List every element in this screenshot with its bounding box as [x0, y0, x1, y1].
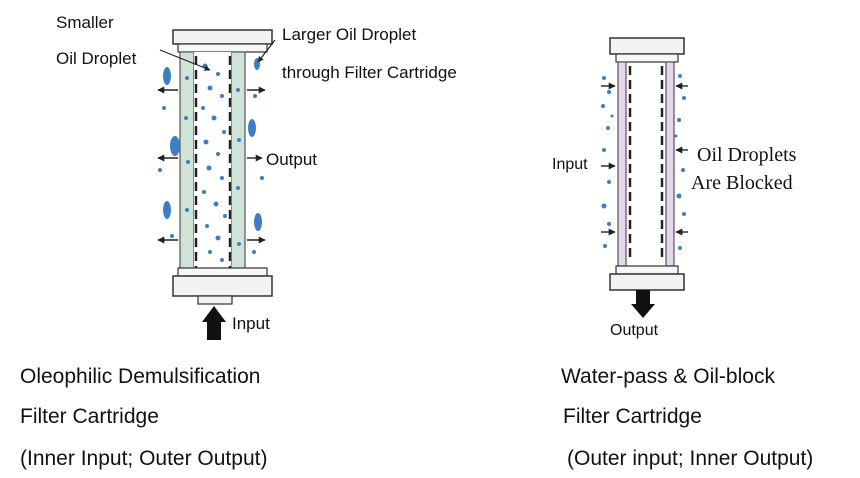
left-inner-core: [194, 52, 231, 272]
left-input-label: Input: [232, 314, 270, 333]
right-outer-droplets: [601, 74, 686, 250]
right-bottom-inner-cap: [615, 265, 679, 275]
left-larger-pointer: [257, 39, 276, 63]
left-filter-cartridge: [157, 29, 276, 340]
right-bottom-cap: [609, 273, 685, 291]
left-caption-line2: Filter Cartridge: [20, 405, 159, 428]
right-filter-cartridge: [601, 37, 688, 318]
left-caption-line1: Oleophilic Demulsification: [20, 365, 261, 388]
left-inlet-stub: [197, 295, 233, 305]
right-caption-line1: Water-pass & Oil-block: [561, 365, 775, 388]
left-larger-label-line2: through Filter Cartridge: [282, 63, 457, 82]
left-bottom-inner-cap: [177, 267, 268, 277]
right-output-label: Output: [610, 322, 659, 339]
left-inner-droplets: [184, 63, 241, 262]
left-smaller-label: Smaller: [56, 13, 114, 32]
left-outer-wall-right: [230, 51, 246, 273]
left-output-label: Output: [266, 150, 318, 169]
right-blocked-label-line1: Oil Droplets: [697, 144, 797, 166]
right-caption-line3: (Outer input; Inner Output): [567, 447, 814, 470]
right-output-arrow: [631, 290, 655, 318]
right-top-inner-cap: [615, 53, 679, 63]
left-oil-droplet-label: Oil Droplet: [56, 49, 137, 68]
left-bottom-cap: [172, 275, 273, 297]
right-top-cap: [609, 37, 685, 55]
left-flow-arrows: [157, 86, 266, 244]
right-blocked-label-line2: Are Blocked: [691, 172, 793, 194]
left-larger-label-line1: Larger Oil Droplet: [282, 25, 417, 44]
left-top-inner-cap: [177, 43, 268, 53]
left-smaller-pointer: [159, 49, 211, 71]
left-caption-line3: (Inner Input; Outer Output): [20, 447, 268, 470]
right-caption-line2: Filter Cartridge: [563, 405, 702, 428]
right-outer-wall-right: [665, 61, 675, 267]
right-flow-arrows: [601, 82, 688, 236]
right-outer-wall-left: [617, 61, 627, 267]
right-input-label: Input: [552, 156, 588, 173]
left-top-cap: [172, 29, 273, 45]
left-input-arrow: [202, 306, 226, 340]
